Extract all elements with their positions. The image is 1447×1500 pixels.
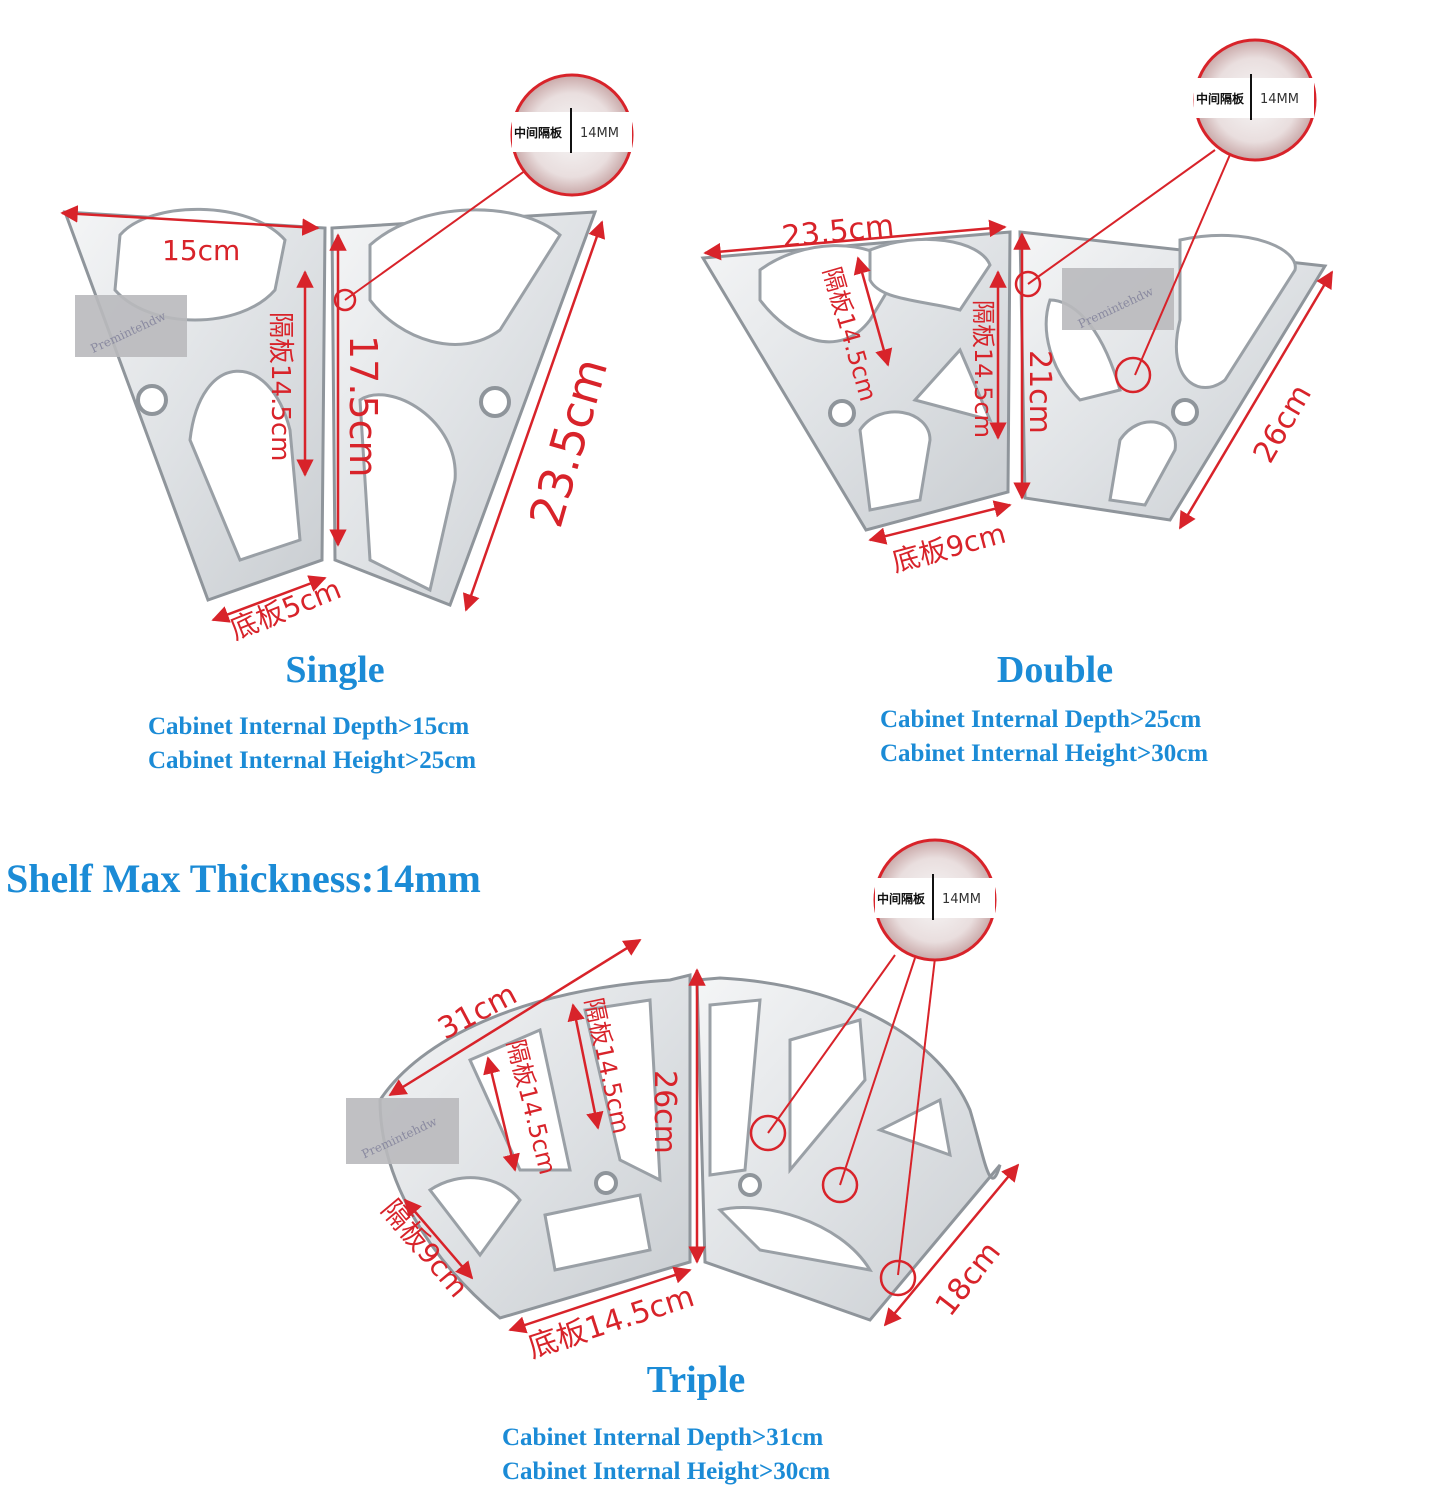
double-height-spec: Cabinet Internal Height>30cm	[880, 740, 1209, 767]
double-specs: Cabinet Internal Depth>25cm Cabinet Inte…	[880, 703, 1300, 771]
double-shelf-b-label: 隔板14.5cm	[969, 300, 997, 438]
single-shelf-label: 隔板14.5cm	[265, 312, 295, 462]
double-diagonal-label: 26cm	[1247, 379, 1319, 469]
single-callout-value: 14MM	[580, 126, 619, 141]
shelf-max-thickness: Shelf Max Thickness:14mm	[6, 856, 481, 901]
single-height-label: 17.5cm	[341, 335, 385, 478]
single-specs: Cabinet Internal Depth>15cm Cabinet Inte…	[148, 710, 568, 778]
triple-specs: Cabinet Internal Depth>31cm Cabinet Inte…	[502, 1421, 922, 1489]
single-title: Single	[285, 649, 385, 691]
triple-height-spec: Cabinet Internal Height>30cm	[502, 1458, 831, 1485]
double-height-label: 21cm	[1022, 350, 1057, 434]
single-depth-spec: Cabinet Internal Depth>15cm	[148, 713, 470, 740]
single-width-label: 15cm	[162, 234, 240, 267]
single-height-spec: Cabinet Internal Height>25cm	[148, 747, 477, 774]
double-callout-value: 14MM	[1260, 92, 1299, 107]
double-depth-spec: Cabinet Internal Depth>25cm	[880, 706, 1202, 733]
triple-callout-value: 14MM	[942, 892, 981, 907]
triple-callout-label: 中间隔板	[877, 891, 926, 906]
triple-title: Triple	[646, 1359, 746, 1401]
triple-hinge: Premintehdw 31cm 隔板14.5cm 隔板14.5cm 26cm …	[346, 838, 1020, 1366]
single-hinge: Premintehdw 15cm 隔板14.5cm 17.5cm 23.5cm …	[60, 73, 634, 646]
triple-depth-spec: Cabinet Internal Depth>31cm	[502, 1424, 824, 1451]
double-hinge: Premintehdw 23.5cm 隔板14.5cm 隔板14.5cm 21c…	[700, 38, 1334, 579]
triple-side-label: 18cm	[929, 1235, 1008, 1323]
triple-height-label: 26cm	[647, 1070, 682, 1154]
double-base-label: 底板9cm	[888, 517, 1009, 579]
single-callout-label: 中间隔板	[514, 125, 563, 140]
double-callout-label: 中间隔板	[1196, 91, 1245, 106]
double-title: Double	[996, 649, 1114, 691]
